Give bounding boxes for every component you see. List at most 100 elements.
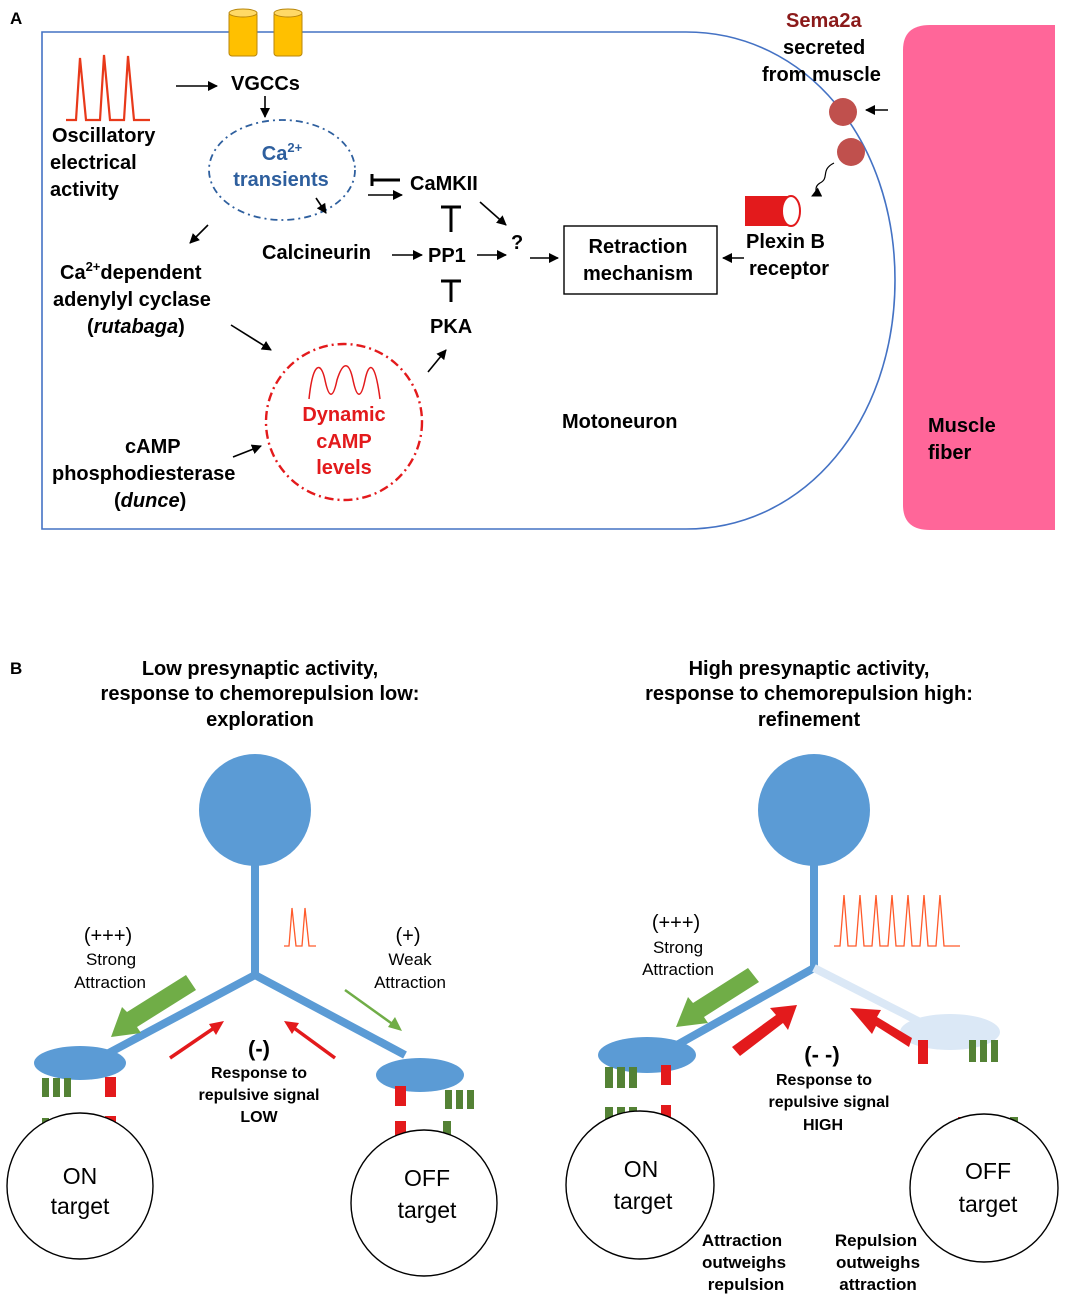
- right-spikes-icon: [834, 894, 960, 947]
- panel-a-letter: A: [10, 9, 22, 28]
- oscillatory-spikes-icon: [66, 54, 150, 122]
- attraction-note-line3: repulsion: [708, 1275, 785, 1294]
- calcineurin-label: Calcineurin: [262, 242, 371, 264]
- dynamic-line1: Dynamic: [302, 404, 385, 426]
- muscle-line2: fiber: [928, 442, 972, 464]
- left-weak-line1: Weak: [388, 950, 432, 969]
- left-weak-attraction-arrow: [344, 988, 399, 1030]
- left-off-target: [350, 1129, 498, 1277]
- ca-transients-line2: transients: [233, 169, 329, 191]
- inhibition-bars: [370, 174, 461, 302]
- secreted-line2: from muscle: [762, 64, 881, 86]
- right-on-target: [565, 1110, 715, 1260]
- left-repulsion-arrow-a: [169, 1026, 215, 1060]
- retraction-box: [563, 225, 718, 295]
- left-weak-sym: (+): [396, 925, 421, 947]
- left-rep-line3: LOW: [240, 1109, 278, 1126]
- adenylyl-line3: (rutabaga): [87, 316, 185, 338]
- retraction-line1: Retraction: [589, 236, 688, 258]
- left-title-line2: response to chemorepulsion low:: [101, 683, 420, 705]
- vgcc-channel-icon: [228, 8, 303, 57]
- left-strong-line1: Strong: [86, 950, 136, 969]
- vgccs-label: VGCCs: [231, 73, 300, 95]
- right-strong-line1: Strong: [653, 938, 703, 957]
- adenylyl-line2: adenylyl cyclase: [53, 289, 211, 311]
- oscillatory-line1: Oscillatory: [52, 125, 156, 147]
- right-strong-line2: Attraction: [642, 960, 714, 979]
- left-neuron: [34, 754, 464, 1092]
- camkii-label: CaMKII: [410, 173, 478, 195]
- pp1-label: PP1: [428, 245, 466, 267]
- left-rep-line2: repulsive signal: [199, 1087, 320, 1104]
- muscle-line1: Muscle: [928, 415, 996, 437]
- right-rep-sym: (- -): [804, 1042, 839, 1067]
- adenylyl-line1: Ca2+dependent: [60, 259, 202, 284]
- pde-line2: phosphodiesterase: [52, 463, 235, 485]
- left-title-line1: Low presynaptic activity,: [142, 658, 378, 680]
- plexin-line1: Plexin B: [746, 231, 825, 253]
- repulsion-note-line1: Repulsion: [835, 1231, 917, 1250]
- attraction-note-line1: Attraction: [702, 1231, 782, 1250]
- pathway-arrows: [176, 81, 744, 458]
- plexin-receptor-icon: [745, 195, 801, 227]
- muscle-fiber-shape: [903, 25, 1055, 530]
- retraction-line2: mechanism: [583, 263, 693, 285]
- left-strong-sym: (+++): [84, 925, 132, 947]
- right-off-line1: OFF: [965, 1158, 1011, 1184]
- right-rep-line2: repulsive signal: [769, 1094, 890, 1111]
- dynamic-line2: cAMP: [316, 431, 372, 453]
- panel-b-letter: B: [10, 659, 22, 678]
- left-on-target: [6, 1112, 154, 1260]
- right-rep-line1: Response to: [776, 1072, 872, 1089]
- sema2a-ligand-dot: [837, 138, 865, 166]
- question-label: ?: [511, 232, 523, 254]
- left-weak-line2: Attraction: [374, 973, 446, 992]
- sema2a-ligand-dot: [829, 98, 857, 126]
- pka-label: PKA: [430, 316, 472, 338]
- oscillatory-line2: electrical: [50, 152, 137, 174]
- camp-levels-circle: [264, 342, 424, 502]
- right-repulsion-arrow-a: [732, 1005, 797, 1056]
- oscillatory-line3: activity: [50, 179, 120, 201]
- left-spikes-icon: [284, 907, 316, 947]
- dynamic-line3: levels: [316, 457, 372, 479]
- right-on-line1: ON: [624, 1156, 659, 1182]
- left-strong-line2: Attraction: [74, 973, 146, 992]
- left-weak-attraction-head: [388, 1017, 402, 1031]
- left-title-line3: exploration: [206, 709, 314, 731]
- motoneuron-cell-outline: [41, 31, 896, 530]
- ca-transients-line1: Ca2+: [262, 140, 303, 165]
- left-on-line2: target: [51, 1193, 110, 1219]
- right-repulsion-arrow-b: [850, 1008, 912, 1047]
- sema2a-label: Sema2a: [786, 10, 862, 32]
- right-on-line2: target: [614, 1188, 673, 1214]
- left-on-line1: ON: [63, 1163, 98, 1189]
- secreted-line1: secreted: [783, 37, 865, 59]
- right-strong-sym: (+++): [652, 912, 700, 934]
- left-repulsion-arrow-b: [292, 1026, 337, 1060]
- repulsion-note-line3: attraction: [839, 1275, 916, 1294]
- pde-line1: cAMP: [125, 436, 181, 458]
- left-strong-attraction-arrow: [111, 975, 196, 1037]
- left-rep-sym: (-): [248, 1036, 270, 1061]
- right-strong-attraction-arrow: [676, 968, 759, 1027]
- ca-transients-ellipse: [208, 119, 356, 221]
- left-off-line2: target: [398, 1197, 457, 1223]
- right-rep-line3: HIGH: [803, 1117, 843, 1134]
- right-title-line3: refinement: [758, 709, 861, 731]
- left-off-receptors: [395, 1086, 474, 1142]
- plexin-line2: receptor: [749, 258, 829, 280]
- left-repulsion-head-a: [209, 1021, 224, 1035]
- left-off-line1: OFF: [404, 1165, 450, 1191]
- right-off-line2: target: [959, 1191, 1018, 1217]
- left-repulsion-head-b: [284, 1021, 299, 1034]
- camp-oscillation-icon: [308, 365, 381, 400]
- pde-line3: (dunce): [114, 490, 186, 512]
- repulsion-note-line2: outweighs: [836, 1253, 920, 1272]
- attraction-note-line2: outweighs: [702, 1253, 786, 1272]
- right-title-line1: High presynaptic activity,: [689, 658, 930, 680]
- right-off-target: [909, 1113, 1059, 1263]
- sema-wavy-arrow: [811, 162, 835, 197]
